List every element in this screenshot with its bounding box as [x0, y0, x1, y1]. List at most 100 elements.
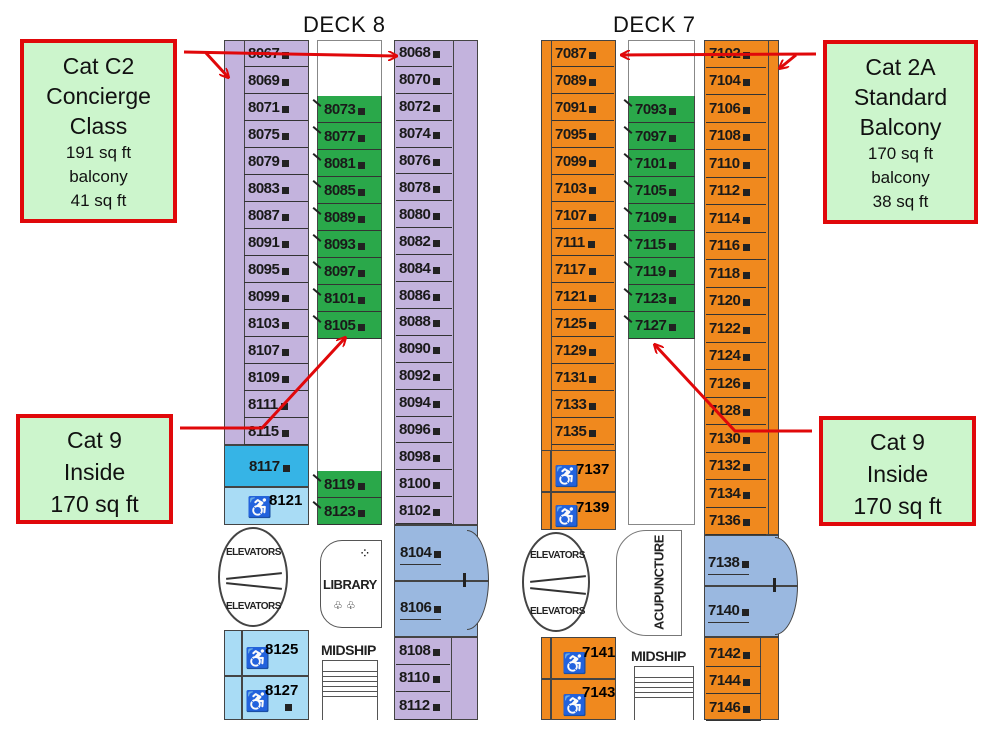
cabin-7114[interactable]: 7114: [706, 205, 766, 233]
cabin-8097[interactable]: 8097: [312, 258, 382, 285]
cabin-7122[interactable]: 7122: [706, 315, 766, 343]
cabin-7129[interactable]: 7129: [552, 337, 614, 364]
cabin-8082[interactable]: 8082: [396, 228, 452, 256]
cabin-8071[interactable]: 8071: [244, 94, 308, 121]
cabin-7107[interactable]: 7107: [552, 202, 614, 229]
cabin-7141[interactable]: ♿ 7141: [562, 644, 616, 675]
cabin-8086[interactable]: 8086: [396, 282, 452, 309]
cabin-7099[interactable]: 7099: [552, 148, 614, 175]
cabin-7143[interactable]: ♿ 7143: [562, 684, 616, 717]
cabin-7128[interactable]: 7128: [706, 398, 766, 425]
cabin-7111[interactable]: 7111: [552, 229, 614, 256]
cabin-8068[interactable]: 8068: [396, 40, 452, 67]
cabin-8069[interactable]: 8069: [244, 67, 308, 94]
cabin-7093[interactable]: 7093: [623, 96, 695, 123]
cabin-8101[interactable]: 8101: [312, 285, 382, 312]
cabin-8080[interactable]: 8080: [396, 201, 452, 229]
cabin-8092[interactable]: 8092: [396, 363, 452, 390]
cabin-7119[interactable]: 7119: [623, 258, 695, 285]
cabin-8083[interactable]: 8083: [244, 175, 308, 202]
cabin-8090[interactable]: 8090: [396, 336, 452, 363]
cabin-8084[interactable]: 8084: [396, 255, 452, 283]
cabin-8073[interactable]: 8073: [312, 96, 382, 123]
cabin-8088[interactable]: 8088: [396, 309, 452, 336]
cabin-8070[interactable]: 8070: [396, 67, 452, 94]
cabin-7123[interactable]: 7123: [623, 285, 695, 312]
cabin-8123[interactable]: 8123: [312, 498, 382, 525]
cabin-7142[interactable]: 7142: [706, 640, 761, 667]
cabin-8093[interactable]: 8093: [312, 231, 382, 258]
cabin-8109[interactable]: 8109: [244, 364, 308, 391]
cabin-8081[interactable]: 8081: [312, 150, 382, 177]
cabin-8077[interactable]: 8077: [312, 123, 382, 150]
cabin-7136[interactable]: 7136: [706, 508, 766, 535]
cabin-8089[interactable]: 8089: [312, 204, 382, 231]
cabin-7131[interactable]: 7131: [552, 364, 614, 391]
cabin-8104[interactable]: 8104: [400, 540, 442, 565]
cabin-8100[interactable]: 8100: [396, 470, 452, 498]
cabin-8079[interactable]: 8079: [244, 148, 308, 175]
cabin-7095[interactable]: 7095: [552, 121, 614, 148]
cabin-8119[interactable]: 8119: [312, 471, 382, 498]
cabin-7133[interactable]: 7133: [552, 391, 614, 418]
cabin-7137[interactable]: ♿ 7137: [554, 461, 610, 488]
cabin-7106[interactable]: 7106: [706, 95, 766, 123]
cabin-7087[interactable]: 7087: [552, 40, 614, 67]
cabin-8078[interactable]: 8078: [396, 175, 452, 202]
cabin-7112[interactable]: 7112: [706, 178, 766, 205]
cabin-7117[interactable]: 7117: [552, 256, 614, 283]
cabin-7134[interactable]: 7134: [706, 480, 766, 508]
cabin-7140[interactable]: 7140: [708, 598, 750, 623]
cabin-7101[interactable]: 7101: [623, 150, 695, 177]
cabin-7132[interactable]: 7132: [706, 453, 766, 480]
cabin-7109[interactable]: 7109: [623, 204, 695, 231]
cabin-7139[interactable]: ♿ 7139: [554, 499, 610, 528]
cabin-8125[interactable]: ♿ 8125: [245, 641, 299, 670]
cabin-7130[interactable]: 7130: [706, 425, 766, 453]
cabin-8098[interactable]: 8098: [396, 444, 452, 471]
cabin-8095[interactable]: 8095: [244, 256, 308, 283]
cabin-7103[interactable]: 7103: [552, 175, 614, 202]
cabin-7120[interactable]: 7120: [706, 288, 766, 315]
cabin-8091[interactable]: 8091: [244, 229, 308, 256]
cabin-8074[interactable]: 8074: [396, 121, 452, 148]
cabin-8096[interactable]: 8096: [396, 417, 452, 444]
cabin-7138[interactable]: 7138: [708, 550, 750, 575]
cabin-7115[interactable]: 7115: [623, 231, 695, 258]
cabin-7116[interactable]: 7116: [706, 233, 766, 260]
cabin-8087[interactable]: 8087: [244, 202, 308, 229]
cabin-8106[interactable]: 8106: [400, 595, 442, 620]
cabin-8127[interactable]: ♿ 8127: [245, 682, 299, 713]
cabin-8102[interactable]: 8102: [396, 497, 452, 525]
cabin-8099[interactable]: 8099: [244, 283, 308, 310]
cabin-7146[interactable]: 7146: [706, 694, 761, 721]
cabin-8117[interactable]: 8117: [224, 445, 309, 487]
cabin-7121[interactable]: 7121: [552, 283, 614, 310]
cabin-8072[interactable]: 8072: [396, 94, 452, 121]
cabin-8121[interactable]: ♿ 8121: [224, 487, 309, 525]
cabin-8103[interactable]: 8103: [244, 310, 308, 337]
cabin-7127[interactable]: 7127: [623, 312, 695, 339]
cabin-7110[interactable]: 7110: [706, 150, 766, 178]
cabin-8112[interactable]: 8112: [396, 692, 450, 720]
cabin-7126[interactable]: 7126: [706, 370, 766, 398]
cabin-7144[interactable]: 7144: [706, 667, 761, 694]
cabin-8085[interactable]: 8085: [312, 177, 382, 204]
cabin-7091[interactable]: 7091: [552, 94, 614, 121]
cabin-7125[interactable]: 7125: [552, 310, 614, 337]
cabin-8108[interactable]: 8108: [396, 637, 450, 665]
cabin-8094[interactable]: 8094: [396, 390, 452, 417]
cabin-7089[interactable]: 7089: [552, 67, 614, 94]
cabin-7135[interactable]: 7135: [552, 418, 614, 445]
cabin-8105[interactable]: 8105: [312, 312, 382, 339]
cabin-7104[interactable]: 7104: [706, 68, 766, 95]
cabin-7108[interactable]: 7108: [706, 123, 766, 150]
cabin-8075[interactable]: 8075: [244, 121, 308, 148]
cabin-7105[interactable]: 7105: [623, 177, 695, 204]
cabin-8107[interactable]: 8107: [244, 337, 308, 364]
cabin-7118[interactable]: 7118: [706, 260, 766, 288]
cabin-7124[interactable]: 7124: [706, 343, 766, 370]
cabin-8110[interactable]: 8110: [396, 665, 450, 692]
cabin-8076[interactable]: 8076: [396, 148, 452, 175]
cabin-7097[interactable]: 7097: [623, 123, 695, 150]
